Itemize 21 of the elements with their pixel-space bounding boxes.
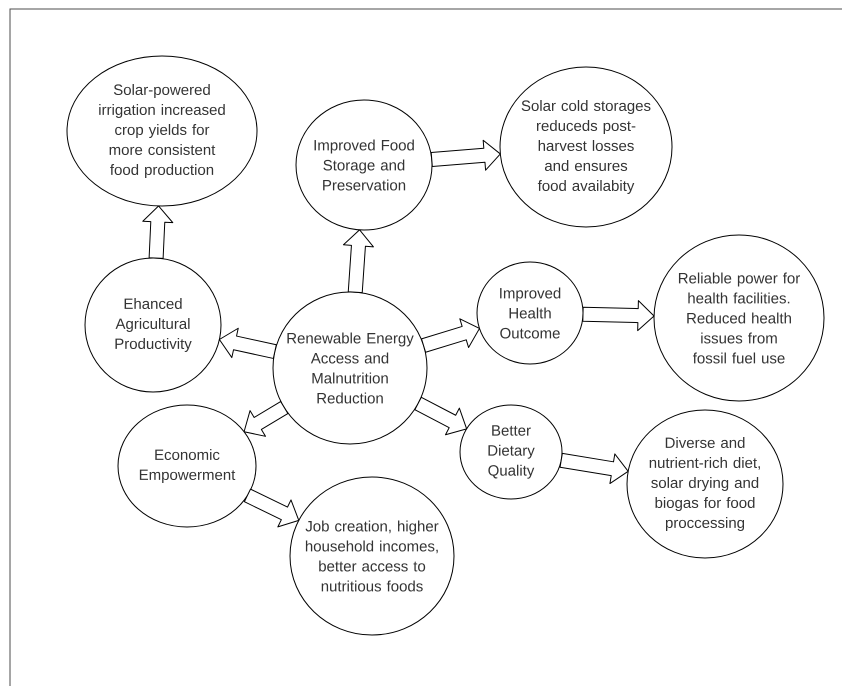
circle-node: Reliable power for health facilities. Reduced health issues from fossil fuel use: [654, 234, 825, 402]
block-arrow: [560, 452, 629, 484]
block-arrow: [342, 229, 374, 294]
circle-node: Renewable Energy Access and Malnutrition Reduction: [272, 292, 428, 444]
circle-node: Solar-powered irrigation increased crop yields for more consistent food production: [66, 56, 258, 206]
circle-node: Economic Empowerment: [118, 404, 256, 528]
circle-node: Improved Health Outcome: [476, 262, 584, 364]
block-arrow: [218, 328, 277, 359]
block-arrow: [142, 205, 174, 259]
circle-node: Improved Food Storage and Preservation: [296, 100, 432, 230]
block-arrow: [414, 396, 468, 436]
block-arrow: [582, 300, 655, 332]
block-arrow: [244, 488, 300, 528]
circle-node: Solar cold storages reduceds post-harvest losses and ensures food availabity: [500, 66, 672, 228]
block-arrow: [421, 318, 480, 353]
circle-node: Ehanced Agricultural Productivity: [84, 258, 222, 392]
circle-node: Job creation, higher household incomes, better access to nutritious foods: [290, 476, 454, 636]
block-arrow: [244, 401, 288, 437]
circle-node: Diverse and nutrient-rich diet, solar drying and biogas for food proccessing: [626, 410, 784, 558]
circle-node: Better Dietary Quality: [460, 404, 562, 500]
block-arrow: [430, 140, 501, 171]
